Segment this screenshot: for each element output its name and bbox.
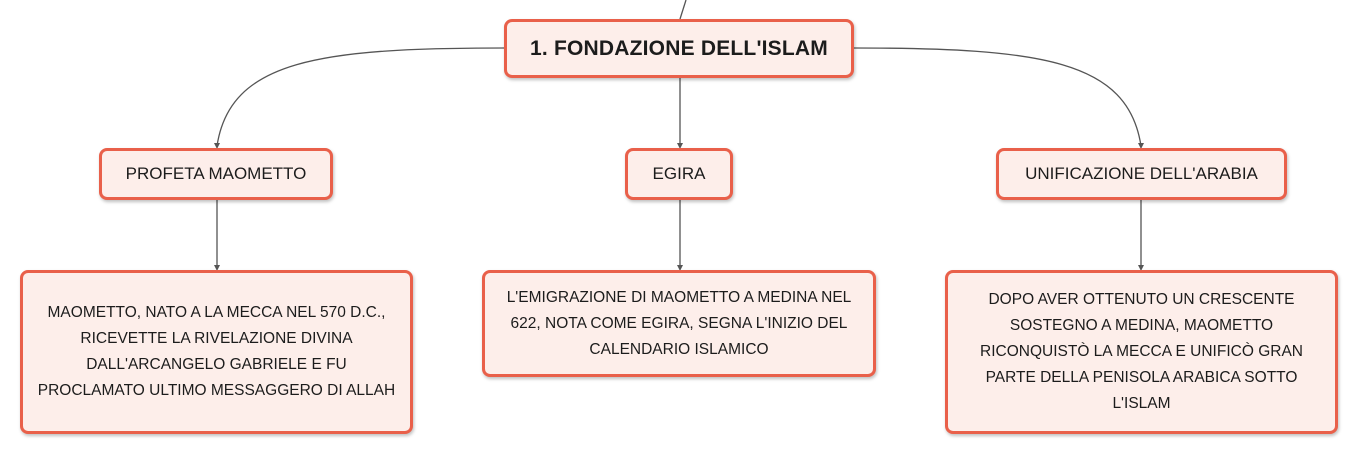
root-node[interactable]: 1. FONDAZIONE DELL'ISLAM [504, 19, 854, 78]
detail-node-unificazione-arabia[interactable]: DOPO AVER OTTENUTO UN CRESCENTE SOSTEGNO… [945, 270, 1338, 434]
arrowhead-profeta [214, 143, 220, 149]
node-unificazione-arabia[interactable]: UNIFICAZIONE DELL'ARABIA [996, 148, 1287, 200]
connector-root-to-profeta [216, 47, 505, 147]
root-node-label: 1. FONDAZIONE DELL'ISLAM [530, 36, 828, 60]
arrowhead-unificazione-detail [1138, 265, 1144, 271]
node-unificazione-arabia-label: UNIFICAZIONE DELL'ARABIA [1025, 164, 1258, 183]
node-profeta-maometto-label: PROFETA MAOMETTO [125, 164, 307, 183]
node-egira-label: EGIRA [652, 164, 706, 183]
arrowhead-profeta-detail [214, 265, 220, 271]
node-egira[interactable]: EGIRA [625, 148, 733, 200]
node-profeta-maometto[interactable]: PROFETA MAOMETTO [99, 148, 333, 200]
detail-node-profeta-maometto[interactable]: MAOMETTO, NATO A LA MECCA NEL 570 D.C., … [20, 270, 413, 434]
connector-root-to-unificazione [853, 47, 1142, 147]
connector-parent-to-root [679, 0, 687, 20]
detail-egira-text: L'EMIGRAZIONE DI MAOMETTO A MEDINA NEL 6… [506, 288, 852, 358]
detail-profeta-maometto-text: MAOMETTO, NATO A LA MECCA NEL 570 D.C., … [37, 304, 396, 399]
arrowhead-egira-detail [677, 265, 683, 271]
arrowhead-unificazione [1138, 143, 1144, 149]
arrowhead-egira [677, 143, 683, 149]
detail-unificazione-arabia-text: DOPO AVER OTTENUTO UN CRESCENTE SOSTEGNO… [980, 291, 1303, 412]
detail-node-egira[interactable]: L'EMIGRAZIONE DI MAOMETTO A MEDINA NEL 6… [482, 270, 876, 377]
